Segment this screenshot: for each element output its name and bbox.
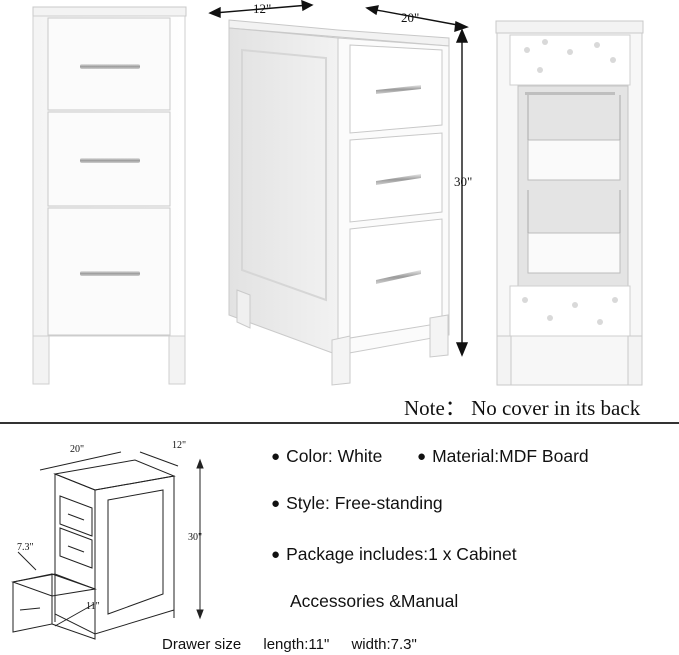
- front-view-cabinet: [32, 6, 187, 385]
- diagram-height-label: 30": [188, 532, 202, 543]
- drawer-handle-icon: [376, 270, 421, 284]
- drawer-size-label: Drawer size: [162, 636, 242, 653]
- drawer-size-length: length:11": [263, 636, 330, 653]
- dim-width-label: 20": [401, 10, 419, 25]
- drawer-handle-icon: [80, 158, 140, 163]
- drawer-handle-icon: [376, 85, 421, 94]
- bullet-icon: ●: [271, 546, 281, 563]
- spec-style: ●Style: Free-standing: [271, 493, 443, 513]
- dim-depth-label: 12": [253, 1, 271, 16]
- diagram-drawer-length-label: 11": [86, 601, 100, 612]
- spec-accessories: Accessories &Manual: [290, 591, 459, 611]
- diagram-drawer-width-label: 7.3": [17, 542, 34, 553]
- spec-color: ●Color: White: [271, 446, 383, 466]
- drawer-handle-icon: [80, 64, 140, 69]
- drawer-size-line: Drawer size length:11" width:7.3": [162, 636, 435, 653]
- spec-material: ●Material:MDF Board: [417, 446, 589, 466]
- drawer-size-width: width:7.3": [351, 636, 417, 653]
- back-view-cabinet: [495, 20, 644, 386]
- bullet-icon: ●: [417, 448, 427, 465]
- bullet-icon: ●: [271, 495, 281, 512]
- diagram-depth-label: 12": [172, 440, 186, 451]
- dim-height-label: 30": [454, 174, 472, 189]
- back-cover-note: Note： No cover in its back: [404, 396, 641, 420]
- cabinet-photos: 12" 20" 30": [32, 0, 644, 386]
- drawer-handle-icon: [80, 271, 140, 276]
- bullet-icon: ●: [271, 448, 281, 465]
- diagram-width-label: 20": [70, 444, 84, 455]
- cabinet-line-diagram: 20" 12" 30" 7.3" 11": [11, 440, 204, 640]
- drawer-handle-icon: [376, 174, 421, 185]
- spec-package: ●Package includes:1 x Cabinet: [271, 544, 517, 564]
- section-divider: [0, 422, 679, 424]
- top-dimension-arrows: [208, 0, 469, 357]
- angled-view-cabinet: [228, 19, 450, 386]
